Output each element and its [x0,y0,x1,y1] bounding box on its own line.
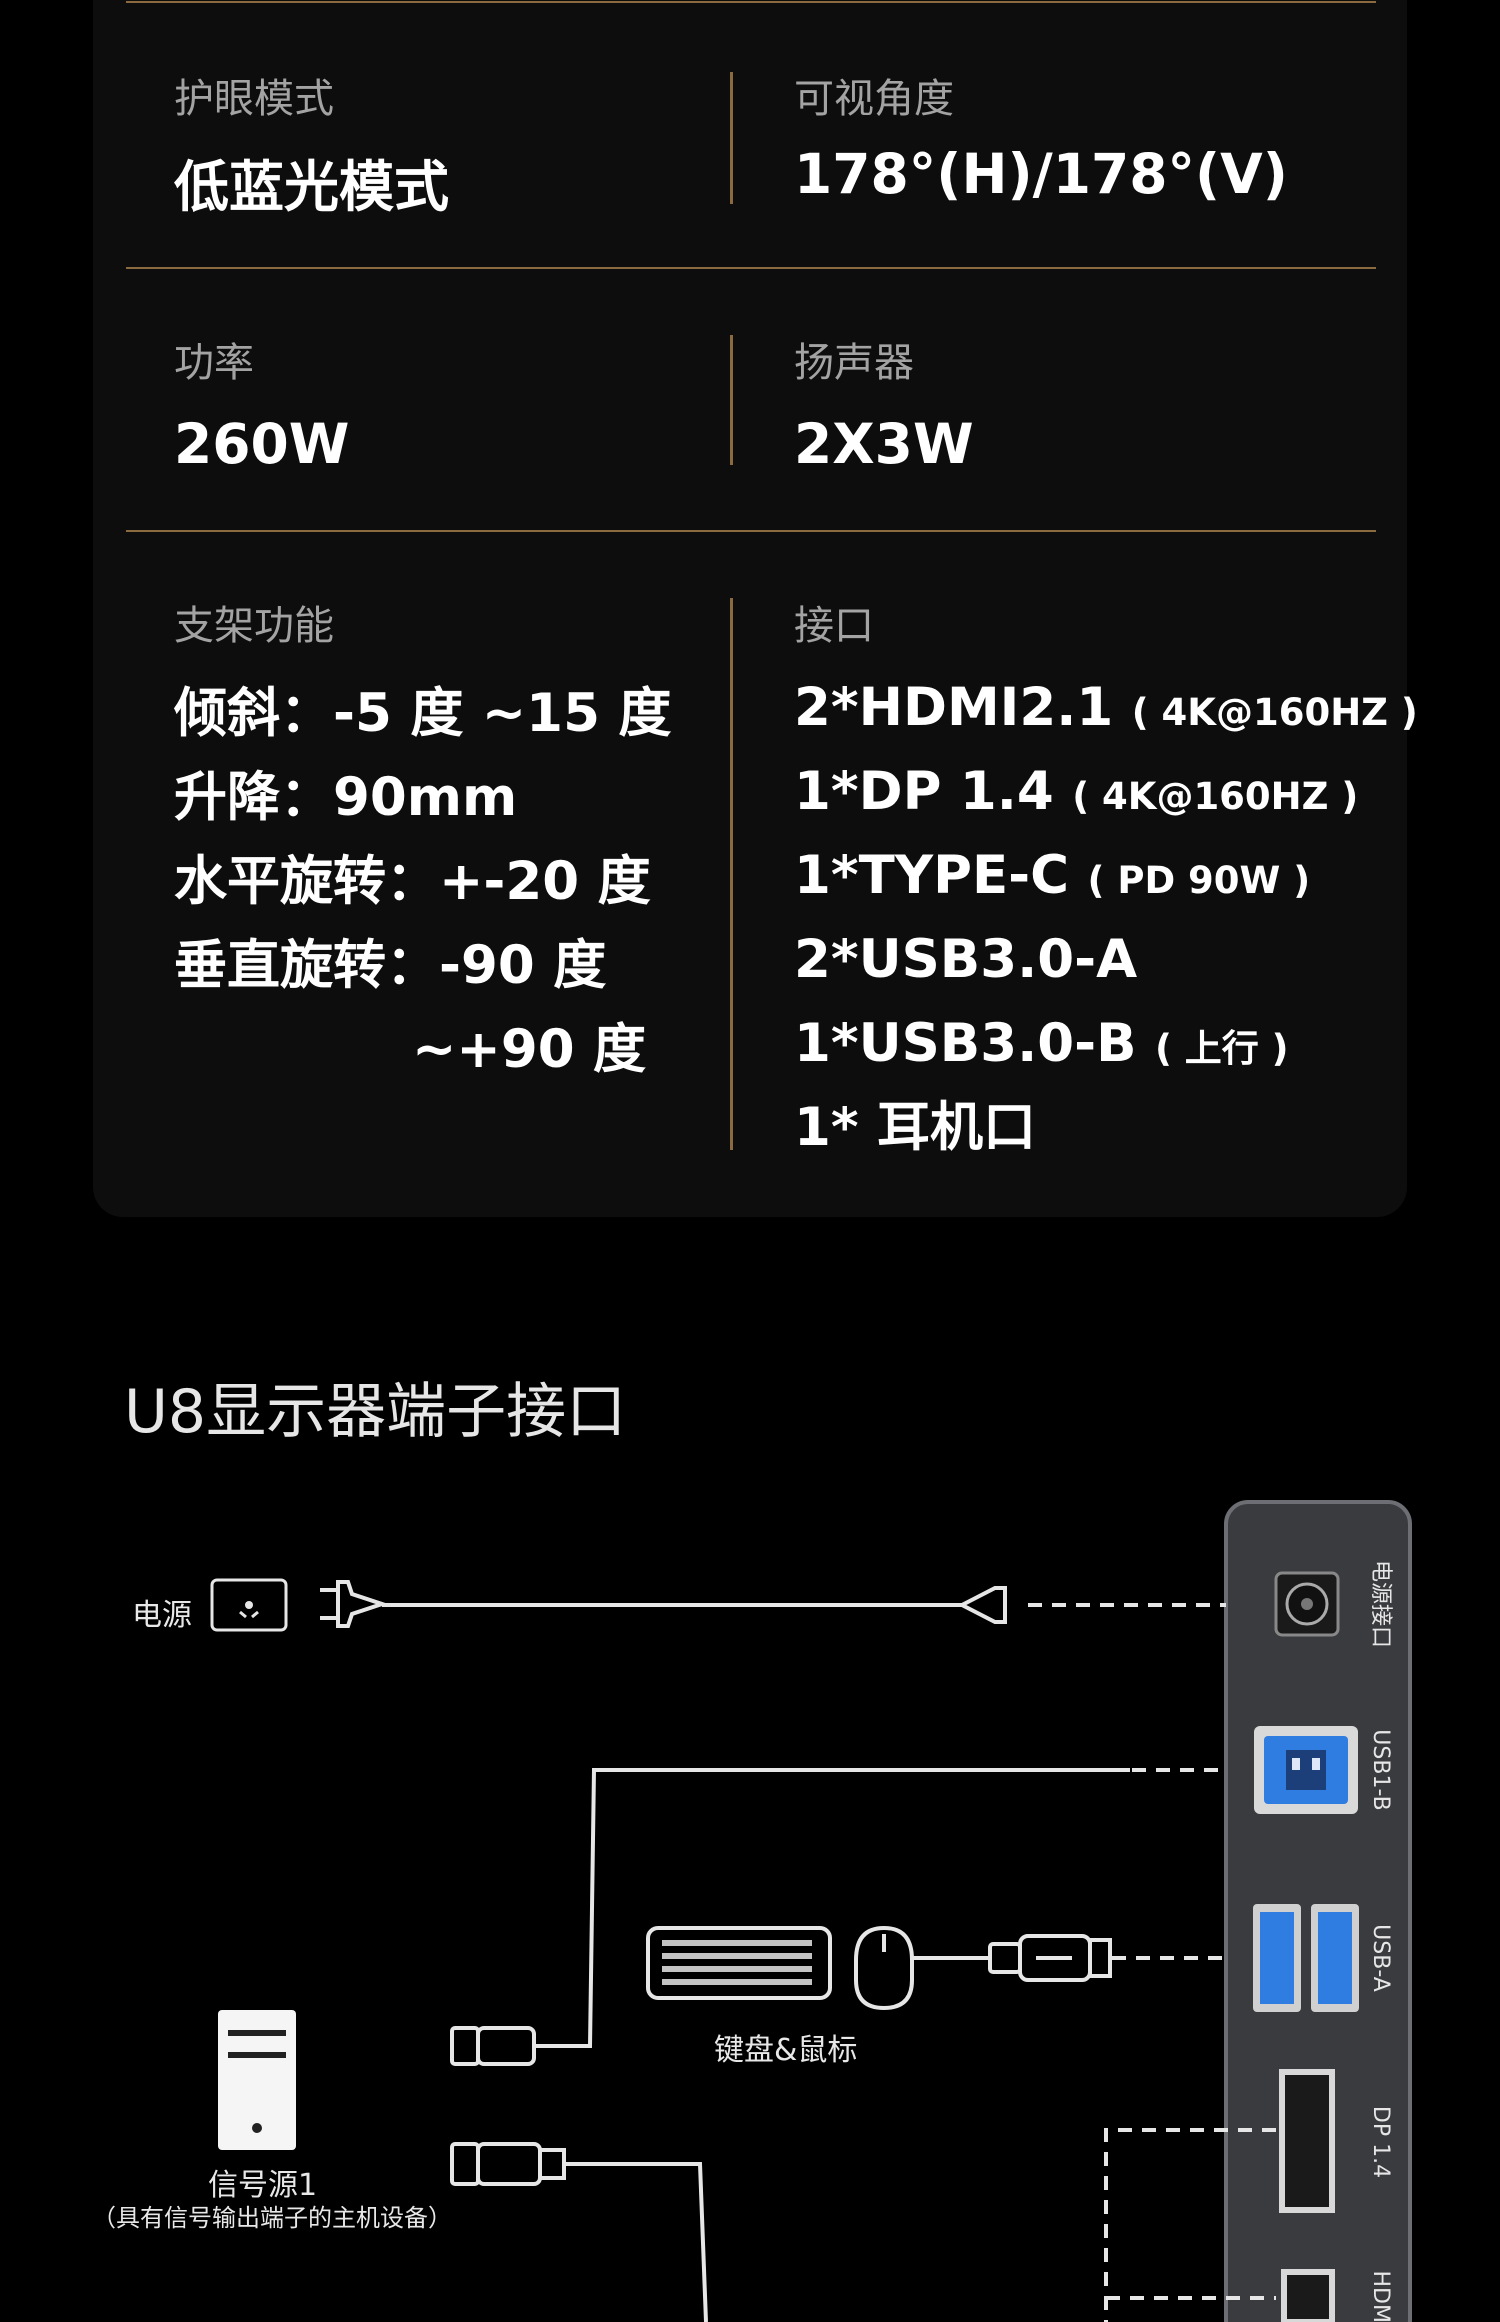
port-main: 1*DP 1.4 [794,761,1054,822]
usb-b-port-icon [1254,1726,1358,1814]
port-note: ( PD 90W ) [1087,859,1311,902]
port-main: 1*USB3.0-B [794,1013,1137,1074]
port-main: 2*HDMI2.1 [794,677,1114,738]
power-outlet-icon [210,1578,288,1632]
diagram-title: U8显示器端子接口 [124,1377,627,1447]
divider [126,530,1376,532]
ports-label: 接口 [794,603,874,649]
port-item: 1*TYPE-C ( PD 90W ) [794,834,1418,918]
power-connector-icon [957,1586,1007,1624]
port-main: 1*TYPE-C [794,845,1070,906]
usb-a-plug-icon [988,1934,1112,1982]
usb-a-port-icon [1253,1904,1359,2012]
usb-plug-icon [450,2026,536,2066]
hdmi-port-icon [1281,2269,1335,2322]
source-sub-label: （具有信号输出端子的主机设备） [92,2204,452,2232]
stand-line: 升降：90mm [174,767,518,828]
divider [126,1,1376,3]
mouse-icon [854,1925,914,2011]
column-divider [730,598,733,1150]
power-label: 电源 [132,1598,192,1633]
stand-line: 倾斜：-5 度 ~15 度 [174,683,672,744]
source-label: 信号源1 [208,2168,318,2203]
port-item: 1*USB3.0-B ( 上行 ) [794,1002,1418,1086]
stand-list: 倾斜：-5 度 ~15 度 升降：90mm 水平旋转：+-20 度 垂直旋转：-… [174,672,671,1092]
view-angle-value: 178°(H)/178°(V) [794,142,1288,206]
port-note: ( 上行 ) [1154,1027,1289,1070]
dashed-link [1104,2128,1276,2322]
power-plug-icon [320,1580,389,1628]
view-angle-label: 可视角度 [794,76,954,122]
panel-label-hdmi: HDMI [1368,2271,1393,2322]
port-item: 2*USB3.0-A [794,918,1418,1002]
stand-label: 支架功能 [174,603,334,649]
panel-label-power: 电源接口 [1368,1560,1393,1648]
port-main: 1* 耳机口 [794,1097,1037,1158]
column-divider [730,72,733,204]
power-label: 功率 [174,340,254,386]
eye-mode-label: 护眼模式 [174,76,334,122]
panel-label-usb-a: USB-A [1368,1924,1393,1992]
port-item: 2*HDMI2.1 ( 4K@160HZ ) [794,666,1418,750]
computer-tower-icon [218,2010,296,2150]
power-value: 260W [174,412,350,476]
port-item: 1*DP 1.4 ( 4K@160HZ ) [794,750,1418,834]
ports-list: 2*HDMI2.1 ( 4K@160HZ ) 1*DP 1.4 ( 4K@160… [794,666,1418,1170]
displayport-port-icon [1279,2069,1335,2213]
stand-line: ~+90 度 [412,1019,647,1080]
divider [126,267,1376,269]
port-item: 1* 耳机口 [794,1086,1418,1170]
keyboard-icon [646,1926,832,2000]
speaker-value: 2X3W [794,412,974,476]
spec-card [93,0,1407,1217]
port-main: 2*USB3.0-A [794,929,1138,990]
port-note: ( 4K@160HZ ) [1131,691,1418,734]
stand-line: 水平旋转：+-20 度 [174,851,651,912]
speaker-label: 扬声器 [794,340,914,386]
usb-upstream-cable [532,1768,1130,2048]
port-note: ( 4K@160HZ ) [1072,775,1359,818]
keyboard-mouse-label: 键盘&鼠标 [714,2033,858,2068]
panel-label-usb-b: USB1-B [1368,1729,1393,1810]
panel-label-dp: DP 1.4 [1368,2106,1393,2178]
column-divider [730,335,733,465]
eye-mode-value: 低蓝光模式 [174,155,450,219]
hdmi-plug-icon [450,2142,566,2186]
stand-line: 垂直旋转：-90 度 [174,935,607,996]
power-jack-icon [1274,1571,1340,1637]
hdmi-cable [564,2162,708,2322]
